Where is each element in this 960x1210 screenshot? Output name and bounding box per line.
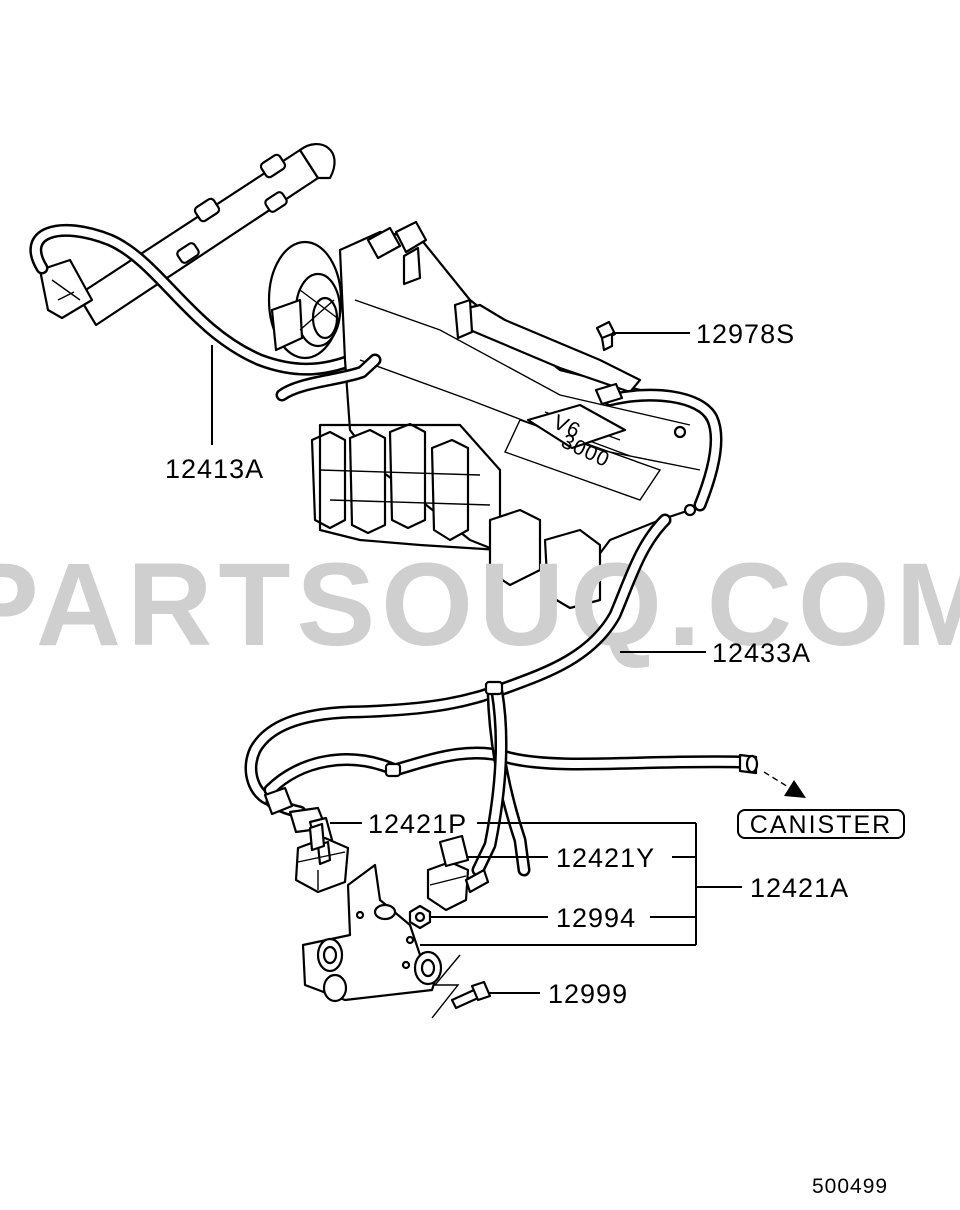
bolt-12978s	[595, 320, 617, 352]
canister-label: CANISTER	[750, 811, 892, 839]
callout-12421p: 12421P	[368, 809, 467, 839]
solenoid-valve-12421y	[426, 834, 490, 912]
callout-12413a: 12413A	[165, 454, 264, 484]
solenoid-valve-12421p	[294, 822, 350, 894]
fuel-rail	[38, 143, 336, 327]
diagram-id: 500499	[812, 1175, 888, 1198]
nut-12994	[408, 904, 432, 930]
throttle-body	[267, 240, 343, 360]
callout-12421y: 12421Y	[556, 843, 655, 873]
vacuum-hose-12413a	[29, 223, 369, 376]
callout-12421a: 12421A	[750, 873, 849, 903]
canister-arrow	[763, 771, 807, 799]
intake-manifold: V6 3000	[275, 220, 723, 610]
callout-12433a: 12433A	[712, 638, 811, 668]
callout-12994: 12994	[556, 903, 636, 933]
callout-12999: 12999	[548, 979, 628, 1009]
callout-12978s: 12978S	[696, 319, 795, 349]
mounting-bracket	[301, 863, 461, 1019]
bolt-12999	[450, 980, 492, 1010]
watermark-text: PARTSOUQ.COM	[0, 539, 960, 671]
canister-label-box: CANISTER	[737, 809, 905, 839]
leader-lines	[211, 332, 742, 994]
hose-assembly-12433a	[244, 513, 759, 877]
